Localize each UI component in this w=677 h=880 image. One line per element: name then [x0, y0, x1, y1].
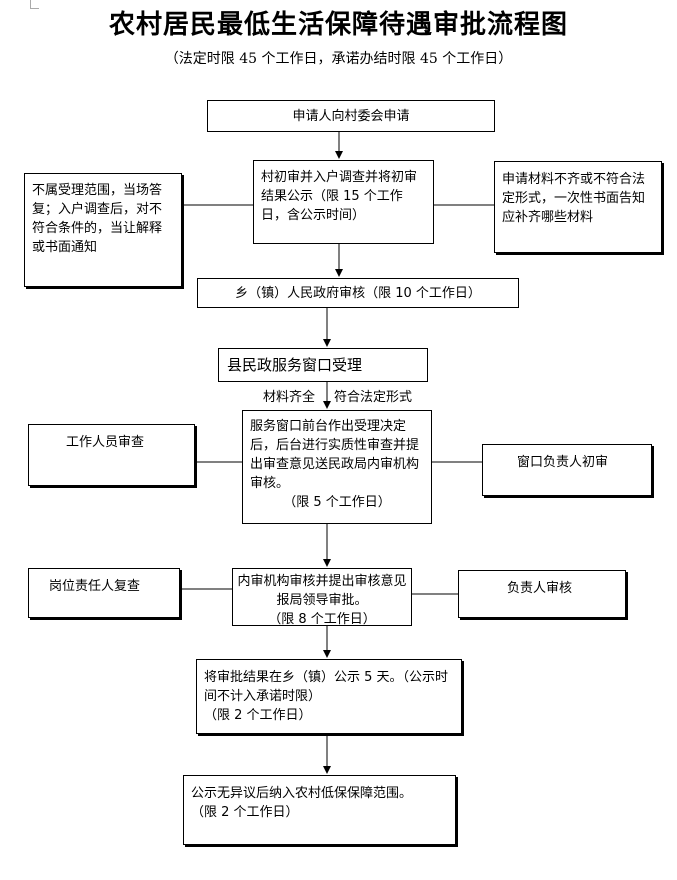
step-county-window: 县民政服务窗口受理: [218, 348, 428, 382]
page-corner-mark: [30, 0, 39, 9]
step-village-review: 村初审并入户调查并将初审结果公示（限 15 个工作日，含公示时间）: [253, 160, 434, 244]
step-internal-review: 内审机构审核并提出审核意见报局领导审批。 （限 8 个工作日）: [232, 568, 412, 627]
step-final-limit: （限 2 个工作日）: [191, 805, 299, 820]
note-incomplete: 申请材料不齐或不符合法定形式，一次性书面告知应补齐哪些材料: [494, 161, 662, 253]
step-window-head-review-text: 窗口负责人初审: [517, 455, 609, 470]
step-post-review-text: 岗位责任人复查: [49, 579, 141, 594]
step-staff-review-text: 工作人员审查: [66, 435, 145, 450]
step-final: 公示无异议后纳入农村低保保障范围。 （限 2 个工作日）: [183, 775, 456, 845]
step-service-window-limit: （限 5 个工作日）: [283, 495, 391, 510]
step-head-review: 负责人审核: [458, 570, 626, 618]
step-service-window: 服务窗口前台作出受理决定后，后台进行实质性审查并提出审查意见送民政局内审机构审核…: [242, 410, 432, 524]
note-reject-text: 不属受理范围，当场答复；入户调查后，对不符合条件的，当让解释或书面通知: [32, 183, 163, 255]
note-reject: 不属受理范围，当场答复；入户调查后，对不符合条件的，当让解释或书面通知: [24, 173, 182, 287]
step-publicity: 将审批结果在乡（镇）公示 5 天。（公示时间不计入承诺时限） （限 2 个工作日…: [196, 659, 462, 734]
step-publicity-limit: （限 2 个工作日）: [204, 708, 312, 723]
step-post-review: 岗位责任人复查: [28, 568, 180, 618]
step-internal-review-text: 内审机构审核并提出审核意见报局领导审批。: [237, 574, 407, 608]
step-internal-review-limit: （限 8 个工作日）: [268, 612, 376, 627]
step-apply: 申请人向村委会申请: [207, 100, 495, 132]
page-subtitle: （法定时限 45 个工作日，承诺办结时限 45 个工作日）: [164, 51, 513, 67]
condition-legal-form: 符合法定形式: [334, 390, 413, 405]
page-title: 农村居民最低生活保障待遇审批流程图: [108, 10, 568, 40]
step-publicity-text: 将审批结果在乡（镇）公示 5 天。（公示时间不计入承诺时限）: [204, 670, 449, 704]
step-apply-text: 申请人向村委会申请: [292, 108, 410, 124]
step-county-window-text: 县民政服务窗口受理: [227, 355, 363, 374]
step-final-text: 公示无异议后纳入农村低保保障范围。: [191, 786, 413, 801]
step-staff-review: 工作人员审查: [28, 424, 195, 486]
step-village-review-text: 村初审并入户调查并将初审结果公示（限 15 个工作日，含公示时间）: [261, 170, 418, 223]
step-window-head-review: 窗口负责人初审: [482, 444, 652, 496]
note-incomplete-text: 申请材料不齐或不符合法定形式，一次性书面告知应补齐哪些材料: [502, 172, 646, 225]
step-town-review: 乡（镇）人民政府审核（限 10 个工作日）: [197, 278, 519, 308]
step-service-window-text: 服务窗口前台作出受理决定后，后台进行实质性审查并提出审查意见送民政局内审机构审核…: [250, 419, 420, 491]
condition-materials-complete: 材料齐全: [263, 390, 316, 405]
step-head-review-text: 负责人审核: [507, 581, 573, 596]
step-town-review-text: 乡（镇）人民政府审核（限 10 个工作日）: [235, 285, 481, 301]
